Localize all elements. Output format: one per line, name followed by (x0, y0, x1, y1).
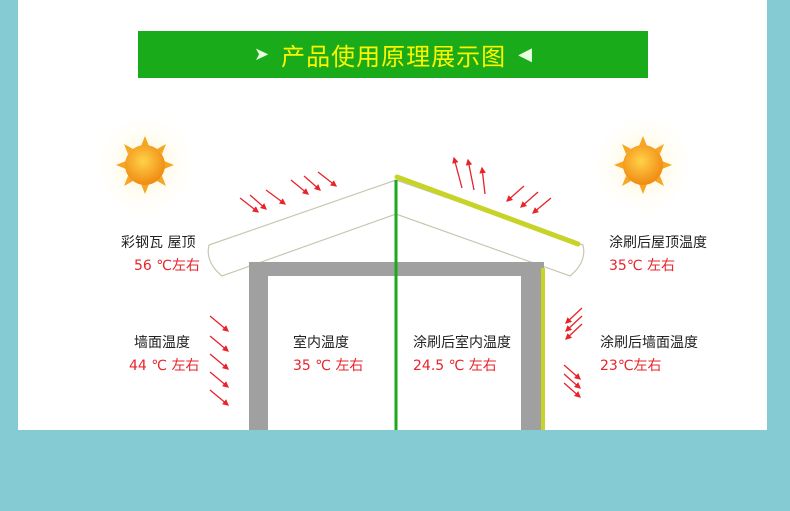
reflected-arrows (452, 156, 486, 195)
indoor-label: 室内温度 (293, 335, 349, 351)
sun-right-icon (588, 110, 698, 220)
banner-title: 产品使用原理展示图 (281, 43, 507, 71)
coated-roof-temp: 35℃ 左右 (609, 258, 675, 274)
coated-indoor-label: 涂刷后室内温度 (413, 335, 511, 351)
left-arrow-icon: ◀ (518, 44, 532, 65)
heat-arrows-right-roof (506, 185, 552, 214)
indoor-temp: 35 ℃ 左右 (293, 358, 364, 374)
coated-roof-label: 涂刷后屋顶温度 (609, 235, 707, 251)
right-arrow-icon: ➤ (254, 44, 270, 65)
steel-roof-temp: 56 ℃左右 (134, 258, 200, 274)
steel-roof-label: 彩钢瓦 屋顶 (121, 235, 196, 251)
heat-arrows-right-wall (563, 307, 583, 398)
wall-label: 墙面温度 (134, 335, 190, 351)
coated-wall-temp: 23℃左右 (600, 358, 662, 374)
wall-temp: 44 ℃ 左右 (129, 358, 200, 374)
roof-coating (394, 174, 581, 247)
title-banner: ➤ 产品使用原理展示图 ◀ (138, 31, 648, 78)
coated-wall-label: 涂刷后墙面温度 (600, 335, 698, 351)
coated-indoor-temp: 24.5 ℃ 左右 (413, 358, 497, 374)
wall-coating (541, 268, 545, 430)
left-wall (249, 262, 268, 430)
sun-left-icon (90, 110, 200, 220)
heat-arrows-left-roof (239, 171, 338, 213)
heat-arrows-left-wall (209, 315, 229, 406)
right-wall (521, 262, 541, 430)
